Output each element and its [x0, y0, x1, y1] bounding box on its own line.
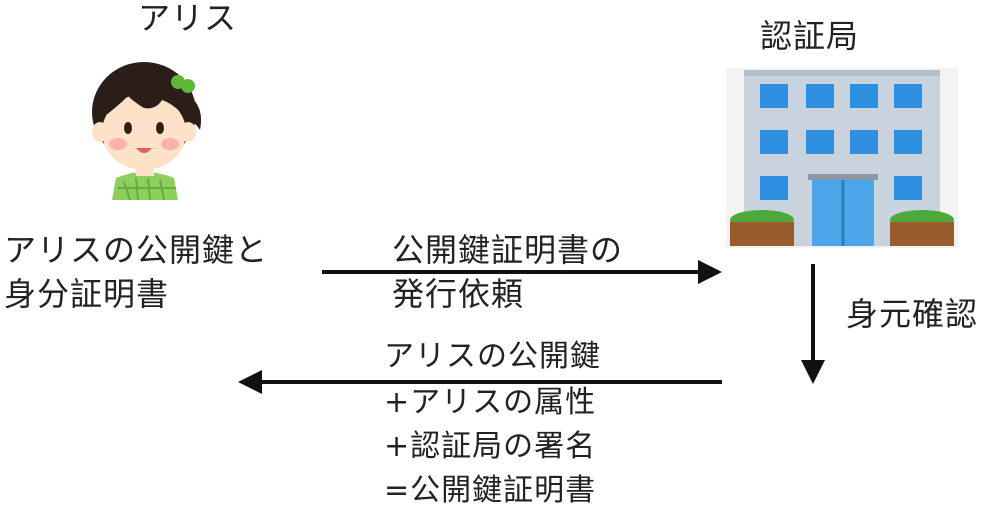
- ca-name: 認証局: [760, 17, 860, 55]
- request-line1: 公開鍵証明書の: [392, 231, 624, 269]
- girl-icon: [92, 62, 202, 201]
- alice-documents-line1: アリスの公開鍵と: [4, 231, 269, 269]
- verification-label: 身元確認: [846, 295, 979, 333]
- issuance-line4: =公開鍵証明書: [384, 473, 597, 508]
- request-line2: 発行依頼: [392, 275, 525, 313]
- alice-documents-line2: 身分証明書: [4, 275, 170, 313]
- issuance-line1: アリスの公開鍵: [384, 339, 601, 374]
- office-building-icon: [726, 68, 958, 248]
- alice-name: アリス: [138, 0, 238, 37]
- issuance-line2: +アリスの属性: [384, 385, 597, 420]
- issuance-line3: +認証局の署名: [384, 429, 597, 464]
